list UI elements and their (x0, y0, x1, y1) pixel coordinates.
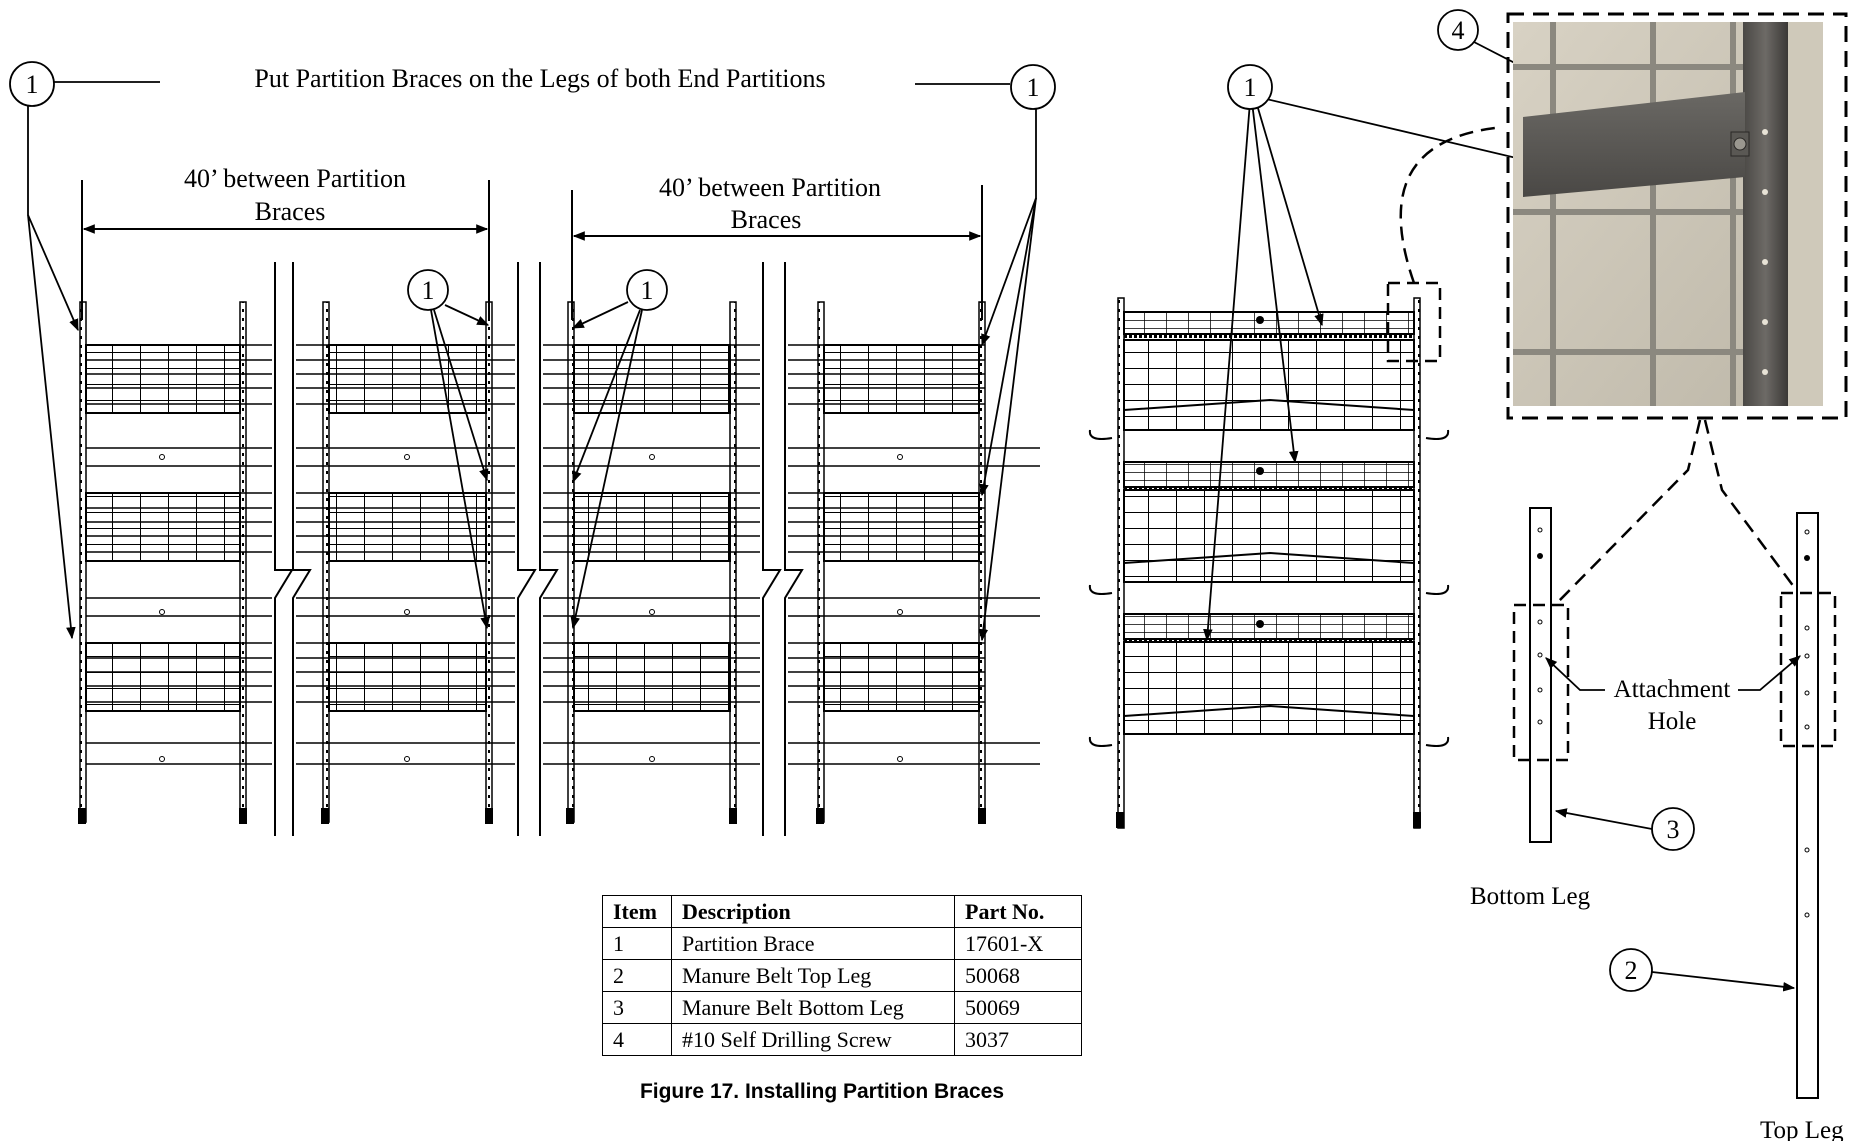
callout-1-top-right: 1 (1010, 64, 1056, 110)
svg-text:2: 2 (1625, 956, 1638, 985)
cage-section-1 (78, 301, 272, 824)
spacing-label-left-line1: 40’ between Partition (184, 164, 406, 193)
spacing-dimension-left: 40’ between Partition Braces (81, 164, 490, 320)
brace-attachment-photo (1513, 22, 1823, 406)
cage-section-3 (543, 301, 760, 824)
cell-part-no: 50069 (954, 991, 1082, 1024)
spacing-label-left-line2: Braces (255, 197, 326, 226)
cell-item: 1 (602, 927, 672, 960)
cell-item: 3 (602, 991, 672, 1024)
svg-text:3: 3 (1667, 815, 1680, 844)
cell-description: Manure Belt Bottom Leg (671, 991, 955, 1024)
photo-detail-frame (1506, 12, 1848, 420)
callout-4: 4 (1437, 9, 1479, 51)
callout-1-left-leaders (27, 106, 79, 640)
table-row: 1 Partition Brace 17601-X (602, 927, 1082, 960)
cell-description: Manure Belt Top Leg (671, 959, 955, 992)
spacing-label-right-line1: 40’ between Partition (659, 173, 881, 202)
svg-text:1: 1 (1027, 73, 1040, 102)
table-row: 2 Manure Belt Top Leg 50068 (602, 959, 1082, 992)
detail-connector (1399, 126, 1496, 284)
cell-description: #10 Self Drilling Screw (671, 1023, 955, 1056)
svg-text:1: 1 (1244, 73, 1257, 102)
cage-row-elevation (78, 262, 1040, 836)
svg-text:1: 1 (422, 276, 435, 305)
top-instruction: Put Partition Braces on the Legs of both… (254, 64, 825, 93)
callout-1-endview: 1 (1227, 64, 1273, 110)
callout-1-top-left: 1 (9, 61, 55, 107)
callout-1-mid-right: 1 (626, 269, 668, 311)
cage-end-view (1088, 297, 1450, 829)
figure-caption: Figure 17. Installing Partition Braces (639, 1080, 1005, 1103)
bottom-leg-drawing (1512, 507, 1570, 843)
cell-part-no: 3037 (954, 1023, 1082, 1056)
parts-table: Item Description Part No. 1 Partition Br… (602, 895, 1082, 1056)
cell-item: 2 (602, 959, 672, 992)
cell-description: Partition Brace (671, 927, 955, 960)
connector-to-top-leg (1703, 419, 1802, 596)
cage-section-4 (788, 301, 1040, 824)
col-header-item: Item (602, 895, 672, 928)
top-leg-drawing (1779, 512, 1837, 1099)
callout-3-leader (1554, 808, 1653, 830)
attachment-hole-label-line2: Hole (1648, 708, 1697, 735)
attachment-hole-label-line1: Attachment (1614, 676, 1731, 703)
svg-text:1: 1 (641, 276, 654, 305)
cage-section-2 (296, 301, 515, 824)
table-row: 4 #10 Self Drilling Screw 3037 (602, 1023, 1082, 1056)
callout-2: 2 (1609, 948, 1653, 992)
top-leg-label: Top Leg (1760, 1117, 1844, 1141)
callout-1-mid-left: 1 (407, 269, 449, 311)
table-header-row: Item Description Part No. (602, 895, 1082, 928)
callout-2-leader (1651, 971, 1796, 992)
callout-3: 3 (1651, 807, 1695, 851)
svg-text:4: 4 (1452, 16, 1465, 45)
cell-part-no: 50068 (954, 959, 1082, 992)
spacing-label-right-line2: Braces (731, 205, 802, 234)
callout-1-mid-right-leaders (570, 301, 643, 630)
cell-part-no: 17601-X (954, 927, 1082, 960)
col-header-part-no: Part No. (954, 895, 1082, 928)
callout-1-right-leaders (978, 109, 1037, 642)
callout-1-endview-leaders (1203, 97, 1527, 642)
cell-item: 4 (602, 1023, 672, 1056)
col-header-description: Description (671, 895, 955, 928)
connector-to-bottom-leg (1554, 419, 1702, 606)
attachment-hole-leaders (1545, 655, 1801, 691)
spacing-dimension-right: 40’ between Partition Braces (571, 173, 983, 320)
table-row: 3 Manure Belt Bottom Leg 50069 (602, 991, 1082, 1024)
svg-text:1: 1 (26, 70, 39, 99)
callout-1-mid-left-leaders (430, 304, 490, 630)
bottom-leg-label: Bottom Leg (1470, 883, 1591, 910)
photo-illustration (1513, 22, 1823, 406)
